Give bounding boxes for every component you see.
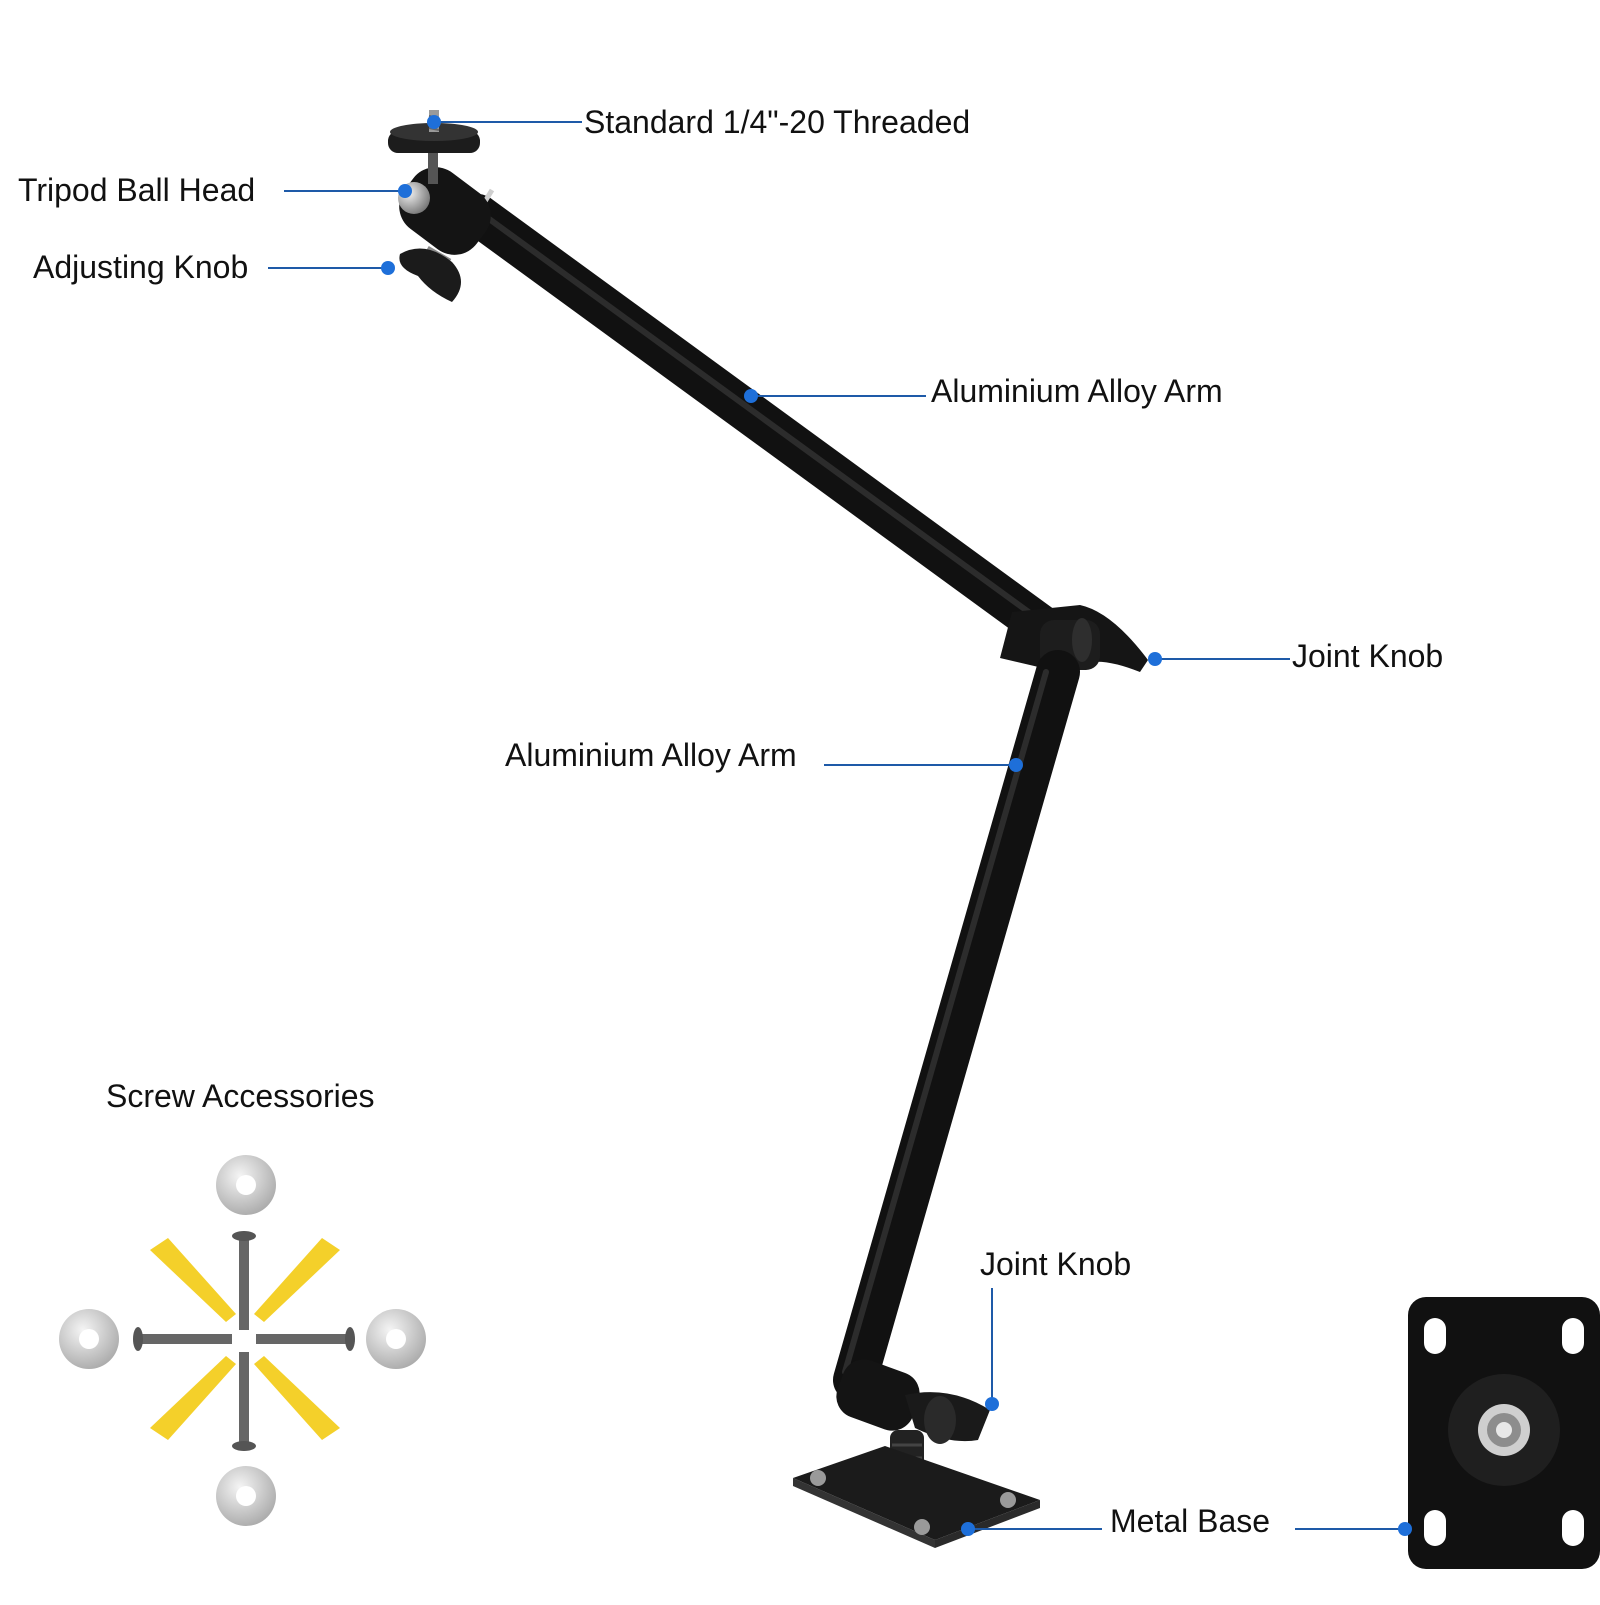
callout-dot-arm-upper: [744, 389, 758, 403]
anchor-icon: [254, 1238, 340, 1322]
screw-icon: [232, 1231, 256, 1330]
washer-icon: [216, 1155, 276, 1215]
label-metal-base: Metal Base: [1110, 1503, 1271, 1539]
callout-dot-base-left: [961, 1522, 975, 1536]
label-threaded: Standard 1/4"-20 Threaded: [584, 104, 971, 140]
label-screw-accessories: Screw Accessories: [106, 1078, 375, 1114]
middle-joint: [1000, 605, 1148, 672]
callout-dot-arm-lower: [1009, 758, 1023, 772]
metal-base-top-view: [1408, 1297, 1600, 1569]
label-arm-lower: Aluminium Alloy Arm: [505, 737, 797, 773]
callouts: [268, 115, 1412, 1536]
washer-icon: [366, 1309, 426, 1369]
label-arm-upper: Aluminium Alloy Arm: [931, 373, 1223, 409]
adjusting-knob-icon: [399, 248, 461, 302]
callout-dot-base-right: [1398, 1522, 1412, 1536]
washer-icon: [216, 1466, 276, 1526]
anchor-icon: [150, 1356, 236, 1440]
label-ball-head: Tripod Ball Head: [18, 172, 256, 208]
screw-icon: [133, 1327, 232, 1351]
lower-arm: [833, 650, 1080, 1402]
label-adjusting-knob: Adjusting Knob: [33, 249, 249, 285]
callout-dot-joint-upper: [1148, 652, 1162, 666]
callout-dot-threaded: [427, 115, 441, 129]
screw-icon: [232, 1352, 256, 1451]
screw-icon: [256, 1327, 355, 1351]
label-joint-knob-lower: Joint Knob: [980, 1246, 1132, 1282]
callout-dot-ball-head: [398, 184, 412, 198]
top-mount: [388, 110, 491, 302]
label-joint-knob-upper: Joint Knob: [1292, 638, 1444, 674]
washer-icon: [59, 1309, 119, 1369]
callout-dot-adjusting-knob: [381, 261, 395, 275]
metal-base-perspective: [793, 1446, 1040, 1548]
anchor-icon: [254, 1356, 340, 1440]
anchor-icon: [150, 1238, 236, 1322]
callout-dot-joint-lower: [985, 1397, 999, 1411]
screw-accessories: [59, 1155, 426, 1526]
